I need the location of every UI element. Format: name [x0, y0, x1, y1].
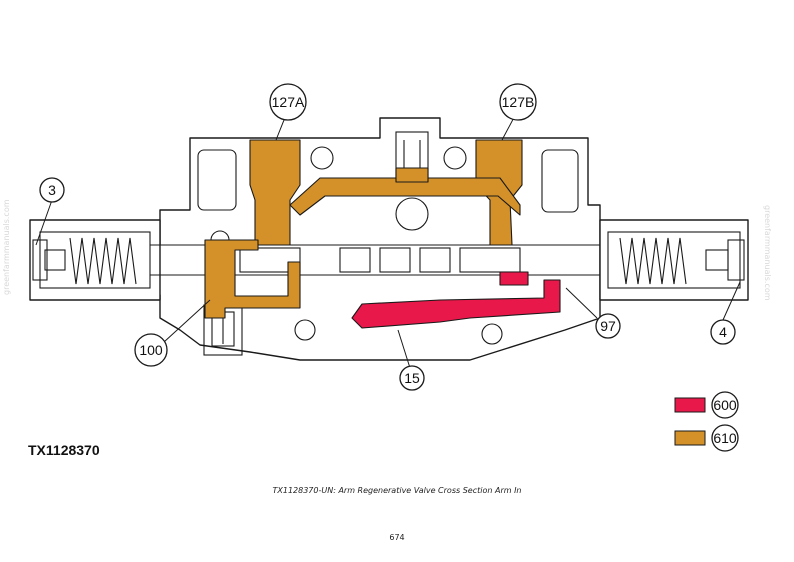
svg-text:3: 3 — [48, 182, 56, 198]
left-end-cap — [29, 219, 161, 301]
spool-land — [339, 247, 371, 273]
svg-text:127A: 127A — [272, 94, 305, 110]
spool-land — [419, 247, 451, 273]
watermark-right: greenfarmmanuals.com — [763, 205, 772, 301]
page-number: 674 — [389, 533, 405, 542]
callout-97: 97 — [595, 313, 621, 339]
figure-caption: TX1128370-UN: Arm Regenerative Valve Cro… — [272, 486, 522, 495]
callout-4: 4 — [710, 319, 736, 345]
callout-127b: 127B — [499, 83, 537, 121]
callout-3: 3 — [39, 177, 65, 203]
svg-text:600: 600 — [713, 397, 737, 413]
svg-text:127B: 127B — [502, 94, 535, 110]
svg-text:15: 15 — [404, 370, 420, 386]
legend: 600 610 — [674, 391, 739, 452]
right-spring-chamber — [607, 231, 741, 289]
spool-land — [379, 247, 411, 273]
spool-land — [239, 247, 301, 273]
svg-text:97: 97 — [600, 318, 616, 334]
figure-id: TX1128370 — [28, 442, 100, 458]
spool-land — [459, 247, 521, 273]
right-spring — [619, 237, 687, 285]
callout-127a: 127A — [269, 83, 307, 121]
legend-item-610: 610 — [674, 424, 739, 452]
left-end-plug — [32, 239, 48, 281]
watermark-left: greenfarmmanuals.com — [2, 199, 11, 295]
legend-item-600: 600 — [674, 391, 739, 419]
right-end-cap — [599, 219, 749, 301]
callout-100: 100 — [134, 333, 168, 367]
pressure-oil-passages — [351, 271, 561, 329]
left-spring — [69, 237, 137, 285]
svg-text:4: 4 — [719, 324, 727, 340]
return-oil-passages — [204, 139, 523, 319]
svg-text:610: 610 — [713, 430, 737, 446]
left-spring-chamber — [39, 231, 151, 289]
svg-text:100: 100 — [139, 342, 163, 358]
callout-15: 15 — [399, 365, 425, 391]
